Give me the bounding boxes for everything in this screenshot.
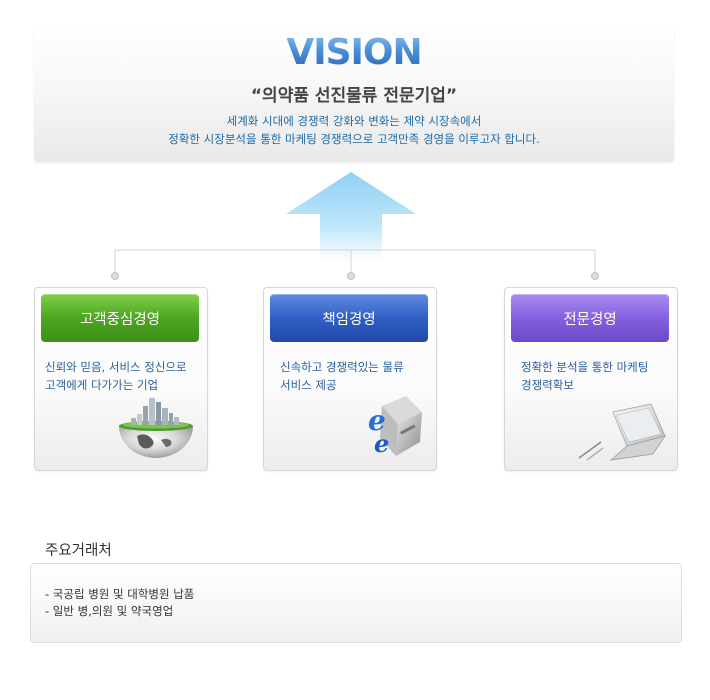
clients-list: - 국공립 병원 및 대학병원 납품 - 일반 병,의원 및 약국영업 — [45, 586, 194, 620]
vision-panel: VISION “의약품 선진물류 전문기업” 세계화 시대에 경쟁력 강화와 변… — [34, 26, 674, 162]
strategy-card-customer: 고객중심경영 신뢰와 믿음, 서비스 정신으로 고객에게 다가가는 기업 — [34, 287, 208, 471]
strategy-description-line-2: 경쟁력확보 — [521, 378, 574, 392]
vision-description-line-2: 정확한 시장분석을 통한 마케팅 경쟁력으로 고객만족 경영을 이루고자 합니다… — [168, 132, 540, 146]
clients-title: 주요거래처 — [45, 543, 112, 559]
laptop-icon — [578, 403, 666, 461]
list-item: - 국공립 병원 및 대학병원 납품 — [45, 587, 195, 601]
strategy-description-line-1: 신속하고 경쟁력있는 물류 — [280, 360, 404, 374]
strategy-title-responsibility: 책임경영 — [270, 294, 428, 342]
vision-slogan: “의약품 선진물류 전문기업” — [250, 86, 458, 106]
strategy-description-customer: 신뢰와 믿음, 서비스 정신으로 고객에게 다가가는 기업 — [45, 358, 203, 394]
strategy-card-responsibility: 책임경영 신속하고 경쟁력있는 물류 서비스 제공 e e — [263, 287, 437, 471]
strategy-description-responsibility: 신속하고 경쟁력있는 물류 서비스 제공 — [280, 358, 438, 394]
svg-text:e: e — [368, 404, 386, 437]
strategy-description-expertise: 정확한 분석을 통한 마케팅 경쟁력확보 — [521, 358, 679, 394]
list-item: - 일반 병,의원 및 약국영업 — [45, 604, 174, 618]
strategy-description-line-1: 신뢰와 믿음, 서비스 정신으로 — [45, 360, 187, 374]
strategy-card-expertise: 전문경영 정확한 분석을 통한 마케팅 경쟁력확보 — [504, 287, 678, 471]
vision-description: 세계화 시대에 경쟁력 강화와 변화는 제약 시장속에서 정확한 시장분석을 통… — [34, 112, 674, 148]
internet-e-icon: e e — [368, 396, 422, 458]
city-globe-icon — [119, 398, 193, 458]
strategy-description-line-2: 고객에게 다가가는 기업 — [45, 378, 159, 392]
strategy-title-expertise: 전문경영 — [511, 294, 669, 342]
strategy-title-customer: 고객중심경영 — [41, 294, 199, 342]
svg-text:e: e — [374, 429, 389, 458]
vision-title: VISION — [34, 32, 674, 73]
strategy-description-line-1: 정확한 분석을 통한 마케팅 — [521, 360, 649, 374]
up-arrow-icon — [286, 172, 416, 262]
clients-panel: - 국공립 병원 및 대학병원 납품 - 일반 병,의원 및 약국영업 — [30, 563, 682, 643]
strategy-description-line-2: 서비스 제공 — [280, 378, 337, 392]
vision-description-line-1: 세계화 시대에 경쟁력 강화와 변화는 제약 시장속에서 — [226, 114, 482, 128]
